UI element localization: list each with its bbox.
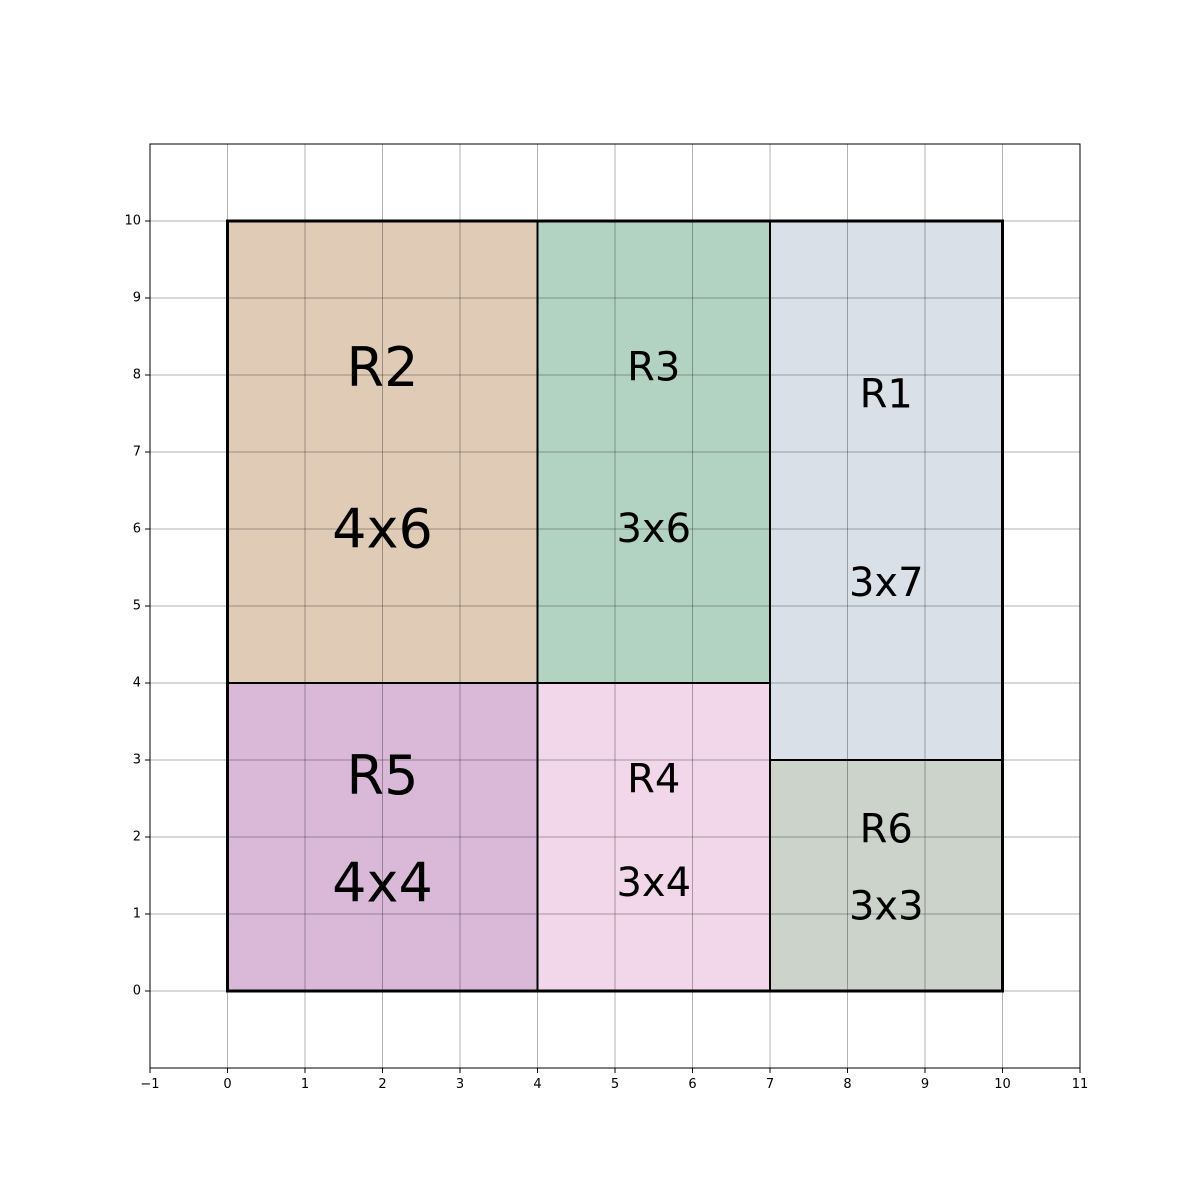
rect-r1-fill bbox=[770, 221, 1003, 760]
y-tick-label: 6 bbox=[133, 522, 141, 537]
rect-name-label: R3 bbox=[627, 344, 680, 390]
x-tick-label: 9 bbox=[921, 1077, 929, 1092]
axes-layer: −1 0 1 2 3 4 5 6 7 8 9 10 11 0 1 2 3 4 5 6 7 8 9 10 bbox=[124, 143, 1089, 1092]
x-tick-label: 2 bbox=[378, 1077, 386, 1092]
outer-square-border bbox=[226, 219, 1004, 993]
rect-name-label: R6 bbox=[860, 806, 913, 852]
y-tick-label: 3 bbox=[133, 753, 141, 768]
x-tick-label: 10 bbox=[994, 1077, 1011, 1092]
y-tick-label: 5 bbox=[133, 599, 141, 614]
x-tick-label: 7 bbox=[766, 1077, 774, 1092]
rect-dims-label: 4x4 bbox=[332, 852, 433, 915]
x-tick-label: 11 bbox=[1072, 1077, 1089, 1092]
y-tick-label: 9 bbox=[133, 291, 141, 306]
rect-r3-fill bbox=[537, 221, 770, 683]
y-tick-label: 2 bbox=[133, 830, 141, 845]
rect-dims-label: 3x3 bbox=[849, 883, 924, 929]
x-tick-label: 4 bbox=[533, 1077, 541, 1092]
rect-name-label: R5 bbox=[347, 744, 419, 807]
y-tick-label: 4 bbox=[133, 676, 141, 691]
y-tick-label: 10 bbox=[124, 214, 141, 229]
y-tick-label: 8 bbox=[133, 368, 141, 383]
x-tick-label: 1 bbox=[301, 1077, 309, 1092]
y-tick-label: 0 bbox=[133, 984, 141, 999]
rect-r2-fill bbox=[227, 221, 538, 683]
rect-name-label: R2 bbox=[347, 336, 419, 399]
rectangles-layer bbox=[227, 221, 1003, 991]
rect-dims-label: 4x6 bbox=[332, 498, 433, 561]
rect-dims-label: 3x7 bbox=[849, 560, 924, 606]
rect-name-label: R1 bbox=[860, 371, 913, 417]
rect-dims-label: 3x4 bbox=[616, 860, 691, 906]
x-tick-label: 6 bbox=[688, 1077, 696, 1092]
x-tick-label: 3 bbox=[456, 1077, 464, 1092]
x-tick-label: −1 bbox=[140, 1077, 159, 1092]
y-tick-label: 7 bbox=[133, 445, 141, 460]
rect-name-label: R4 bbox=[627, 756, 680, 802]
y-tick-label: 1 bbox=[133, 907, 141, 922]
x-tick-label: 0 bbox=[223, 1077, 231, 1092]
rect-r5-fill bbox=[227, 683, 538, 991]
rect-r4-fill bbox=[537, 683, 770, 991]
x-tick-label: 5 bbox=[611, 1077, 619, 1092]
rect-r6-fill bbox=[770, 760, 1003, 991]
rect-dims-label: 3x6 bbox=[616, 506, 691, 552]
borders-layer bbox=[226, 219, 1004, 993]
x-tick-label: 8 bbox=[843, 1077, 851, 1092]
